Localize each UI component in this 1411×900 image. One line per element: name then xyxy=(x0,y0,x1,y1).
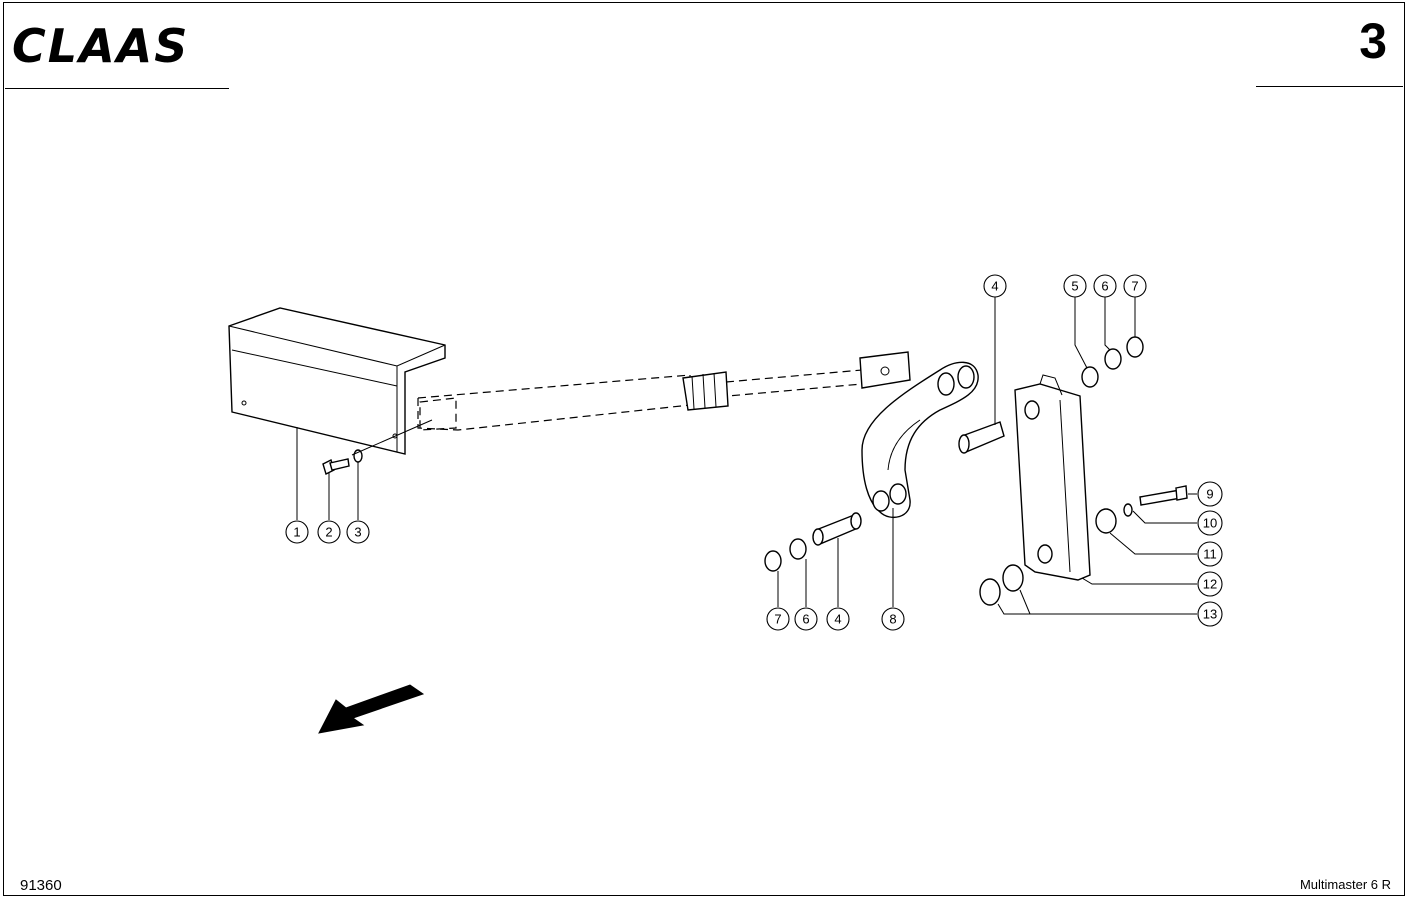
callout-4-lower: 4 xyxy=(826,607,850,631)
bracket-plate xyxy=(1014,374,1091,581)
document-number: 91360 xyxy=(20,877,62,894)
callout-9: 9 xyxy=(1197,481,1223,507)
clip-7-lower xyxy=(764,550,782,572)
callout-1-label: 1 xyxy=(293,525,300,540)
pin-4-upper xyxy=(958,421,1005,454)
callout-5: 5 xyxy=(1063,274,1087,298)
callout-4-upper: 4 xyxy=(983,274,1007,298)
bolt-9 xyxy=(1139,485,1188,506)
pin-4-lower xyxy=(812,512,862,546)
ring-13-b xyxy=(1002,564,1024,592)
page-border xyxy=(3,2,1405,896)
callout-6-upper-label: 6 xyxy=(1101,279,1108,294)
callout-5-label: 5 xyxy=(1071,279,1078,294)
header-rule-right xyxy=(1256,86,1403,87)
hydraulic-cylinder xyxy=(417,351,911,431)
callout-11: 11 xyxy=(1197,541,1223,567)
callout-10: 10 xyxy=(1197,510,1223,536)
callout-3-label: 3 xyxy=(354,525,361,540)
callout-10-label: 10 xyxy=(1203,516,1217,531)
claas-logo: CLAAS xyxy=(12,22,189,68)
washer-10 xyxy=(1123,503,1133,517)
header-rule-left xyxy=(5,88,229,89)
callout-8: 8 xyxy=(881,607,905,631)
callout-11-label: 11 xyxy=(1203,547,1217,562)
ring-5 xyxy=(1081,366,1099,388)
washer-11 xyxy=(1095,508,1117,534)
callout-6-upper: 6 xyxy=(1093,274,1117,298)
callout-12: 12 xyxy=(1197,571,1223,597)
washer-3 xyxy=(353,449,363,463)
model-name: Multimaster 6 R xyxy=(1299,877,1391,892)
callout-7-lower: 7 xyxy=(766,607,790,631)
direction-arrow-icon xyxy=(318,684,425,734)
callout-9-label: 9 xyxy=(1206,487,1213,502)
logo-text: CLAAS xyxy=(12,22,189,68)
callout-4-lower-label: 4 xyxy=(834,612,841,627)
leader-lines xyxy=(296,297,1197,615)
callout-6-lower: 6 xyxy=(794,607,818,631)
bolt-2 xyxy=(322,458,350,475)
callout-4-upper-label: 4 xyxy=(991,279,998,294)
callout-2: 2 xyxy=(317,520,341,544)
callout-7-upper: 7 xyxy=(1123,274,1147,298)
ring-6-upper xyxy=(1104,348,1122,370)
callout-7-lower-label: 7 xyxy=(774,612,781,627)
callout-7-upper-label: 7 xyxy=(1131,279,1138,294)
callout-2-label: 2 xyxy=(325,525,332,540)
clip-7-upper xyxy=(1126,336,1144,358)
ring-13-a xyxy=(979,578,1001,606)
callout-6-lower-label: 6 xyxy=(802,612,809,627)
callout-8-label: 8 xyxy=(889,612,896,627)
callout-13: 13 xyxy=(1197,601,1223,627)
callout-3: 3 xyxy=(346,520,370,544)
callout-1: 1 xyxy=(285,520,309,544)
lever-arm xyxy=(861,361,979,519)
cover-hood xyxy=(228,307,446,455)
callout-12-label: 12 xyxy=(1203,577,1217,592)
callout-13-label: 13 xyxy=(1203,607,1217,622)
page-number: 3 xyxy=(1359,13,1387,69)
ring-6-lower xyxy=(789,538,807,560)
